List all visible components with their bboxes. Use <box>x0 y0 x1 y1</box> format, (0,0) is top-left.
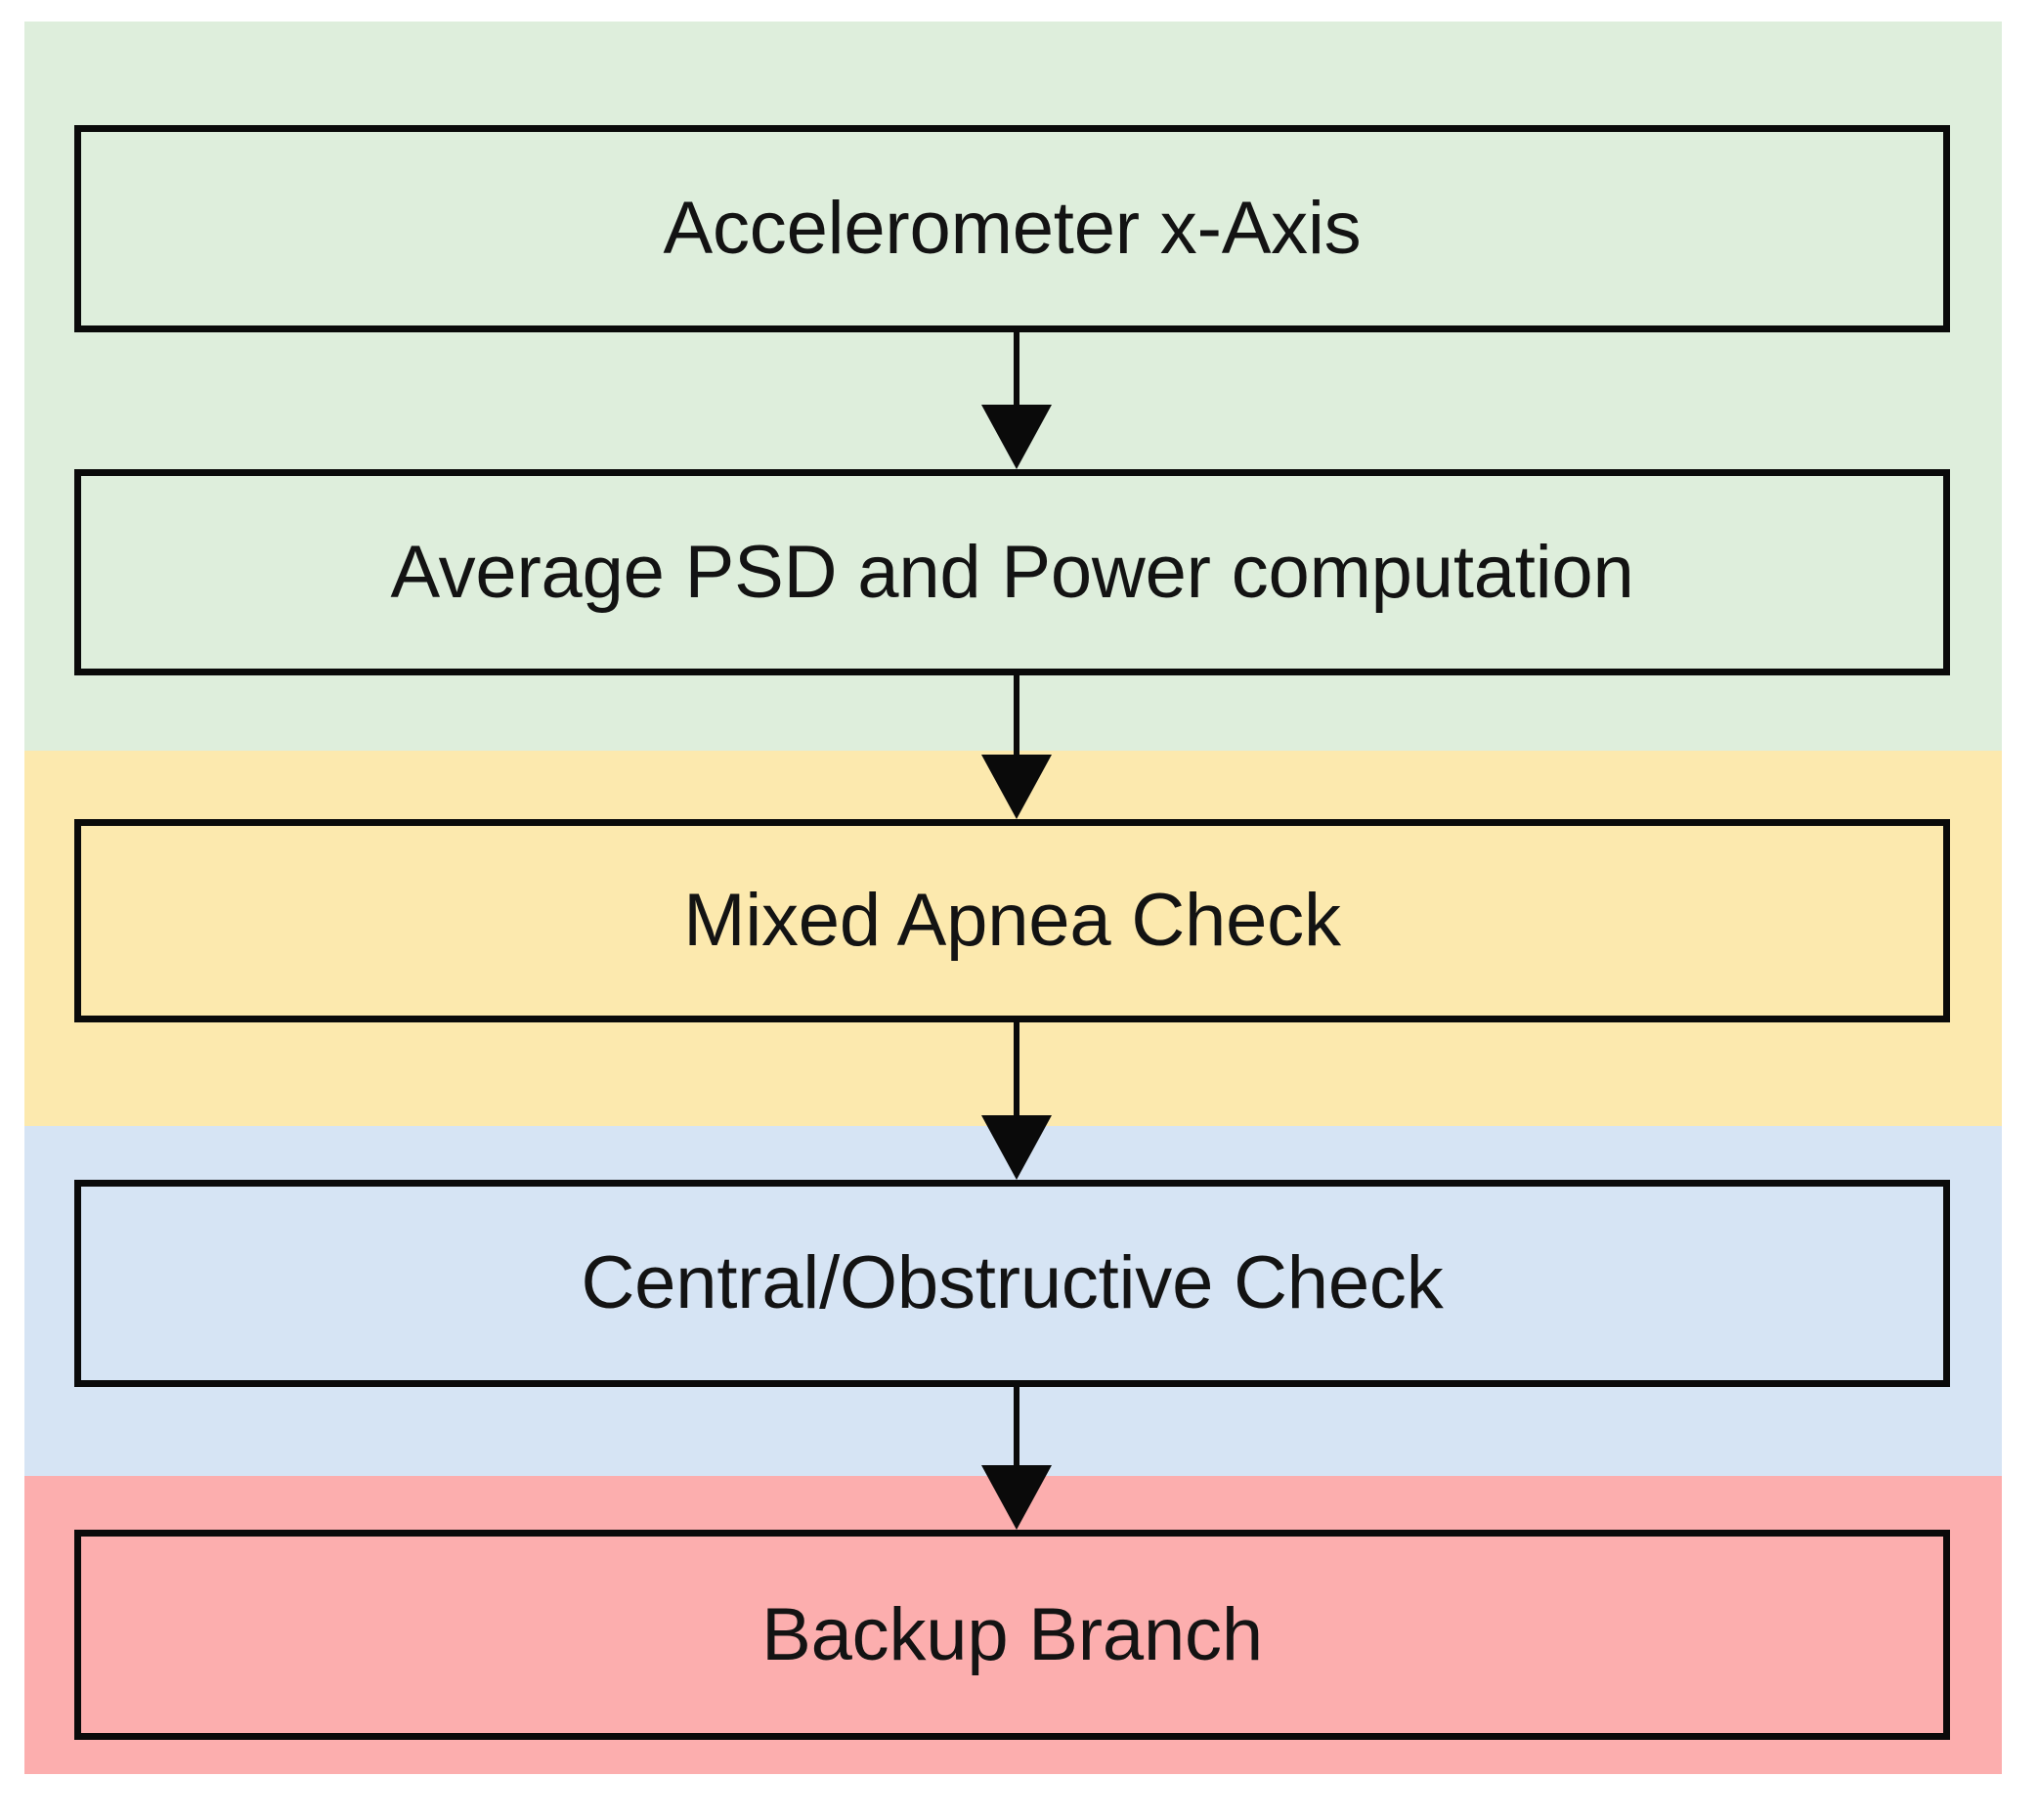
node-label: Accelerometer x-Axis <box>663 187 1362 271</box>
arrow-head-down-icon <box>981 755 1052 819</box>
arrow-node3-to-node4 <box>981 1022 1052 1180</box>
arrow-shaft <box>1014 675 1019 756</box>
arrow-node2-to-node3 <box>981 675 1052 819</box>
node-accelerometer-x-axis[interactable]: Accelerometer x-Axis <box>74 125 1950 332</box>
node-central-obstructive-check[interactable]: Central/Obstructive Check <box>74 1180 1950 1387</box>
node-label: Central/Obstructive Check <box>581 1241 1444 1325</box>
arrow-shaft <box>1014 332 1019 407</box>
arrow-shaft <box>1014 1387 1019 1466</box>
band-green <box>24 22 2002 751</box>
node-average-psd-and-power-computation[interactable]: Average PSD and Power computation <box>74 469 1950 675</box>
node-mixed-apnea-check[interactable]: Mixed Apnea Check <box>74 819 1950 1022</box>
arrow-head-down-icon <box>981 405 1052 469</box>
node-label: Mixed Apnea Check <box>683 879 1341 963</box>
node-label: Average PSD and Power computation <box>390 530 1634 614</box>
arrow-node4-to-node5 <box>981 1387 1052 1530</box>
arrow-node1-to-node2 <box>981 332 1052 469</box>
arrow-shaft <box>1014 1022 1019 1116</box>
arrow-head-down-icon <box>981 1115 1052 1180</box>
node-backup-branch[interactable]: Backup Branch <box>74 1530 1950 1740</box>
node-label: Backup Branch <box>761 1592 1263 1676</box>
arrow-head-down-icon <box>981 1465 1052 1530</box>
